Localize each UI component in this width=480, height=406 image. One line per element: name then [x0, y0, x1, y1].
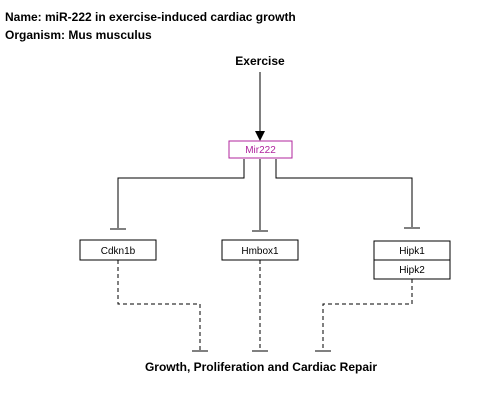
cdkn1b-label: Cdkn1b: [101, 246, 136, 257]
inhibition-edge-cdkn1b: [117, 159, 245, 228]
mir222-node[interactable]: Mir222: [228, 140, 293, 159]
hmbox1-node[interactable]: Hmbox1: [221, 239, 299, 261]
hmbox1-label: Hmbox1: [241, 246, 279, 257]
dashed-edge-cdkn1b-outcome: [117, 260, 201, 350]
outcome-node: Growth, Proliferation and Cardiac Repair: [145, 360, 377, 374]
exercise-node: Exercise: [235, 54, 285, 68]
pathway-name: Name: miR-222 in exercise-induced cardia…: [5, 10, 296, 24]
mir222-label: Mir222: [245, 145, 276, 156]
organism-label: Organism: Mus musculus: [5, 28, 152, 42]
dashed-edge-hipk-outcome: [322, 279, 413, 350]
hipk2-label: Hipk2: [399, 265, 425, 276]
cdkn1b-node[interactable]: Cdkn1b: [79, 239, 157, 261]
inhibition-edge-hipk: [275, 159, 413, 227]
hipk2-node[interactable]: Hipk2: [373, 259, 451, 280]
hipk1-label: Hipk1: [399, 246, 425, 257]
hipk1-node[interactable]: Hipk1: [373, 240, 451, 261]
